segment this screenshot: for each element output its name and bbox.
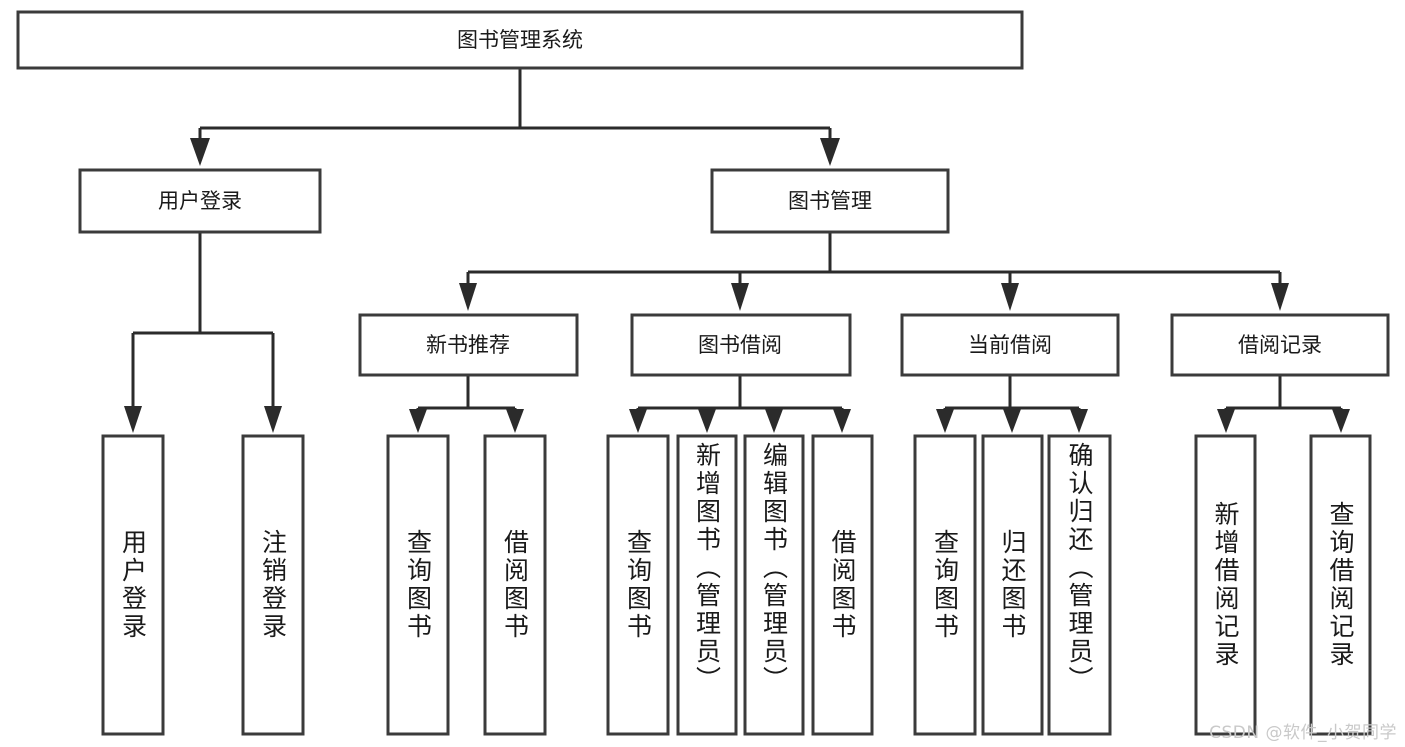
node-borrow-record-label: 借阅记录 bbox=[1238, 333, 1322, 357]
node-user-login-box[interactable] bbox=[78, 168, 322, 234]
leaf-box-query-book-b[interactable] bbox=[606, 434, 670, 736]
node-new-book-recommend-label: 新书推荐 bbox=[426, 333, 510, 357]
csdn-watermark: CSDN @软件_小贺同学 bbox=[1209, 723, 1397, 743]
node-borrow-record-box[interactable] bbox=[1170, 313, 1390, 377]
connector-group-user-login bbox=[124, 232, 282, 433]
arrow-bookmgmt-to-record bbox=[1271, 283, 1289, 311]
node-root-label: 图书管理系统 bbox=[457, 28, 583, 52]
node-root-box[interactable] bbox=[16, 10, 1024, 70]
arrow-current-leaf-1 bbox=[936, 409, 954, 433]
arrow-root-to-bookmgmt bbox=[820, 138, 840, 166]
connector-group-book-management bbox=[459, 232, 1289, 311]
arrow-root-to-login bbox=[190, 138, 210, 166]
leaf-box-return-book[interactable] bbox=[981, 434, 1044, 736]
node-user-login-label: 用户登录 bbox=[158, 189, 242, 213]
leaf-box-logout[interactable] bbox=[241, 434, 305, 736]
arrow-newbook-leaf-2 bbox=[506, 409, 524, 433]
leaf-box-add-record[interactable] bbox=[1194, 434, 1257, 736]
node-new-book-recommend-box[interactable] bbox=[358, 313, 579, 377]
leaf-box-confirm-return[interactable] bbox=[1047, 434, 1112, 736]
leaf-box-query-record[interactable] bbox=[1309, 434, 1372, 736]
arrow-borrow-leaf-4 bbox=[833, 409, 851, 433]
arrow-login-leaf-1 bbox=[124, 406, 142, 433]
connector-group-current-borrow bbox=[936, 375, 1088, 433]
leaf-box-edit-book-admin[interactable] bbox=[743, 434, 805, 736]
node-book-management-label: 图书管理 bbox=[788, 189, 872, 213]
node-user-login[interactable]: 用户登录 bbox=[78, 168, 322, 234]
leaf-box-borrow-book-a[interactable] bbox=[483, 434, 547, 736]
node-book-borrow-box[interactable] bbox=[630, 313, 852, 377]
arrow-borrow-leaf-3 bbox=[765, 409, 783, 433]
leaf-box-group bbox=[101, 434, 1372, 736]
node-current-borrow[interactable]: 当前借阅 bbox=[900, 313, 1120, 377]
arrow-current-leaf-2 bbox=[1003, 409, 1021, 433]
leaf-box-add-book-admin[interactable] bbox=[676, 434, 738, 736]
node-root[interactable]: 图书管理系统 bbox=[16, 10, 1024, 70]
leaf-box-query-book-c[interactable] bbox=[913, 434, 977, 736]
leaf-box-query-book-a[interactable] bbox=[386, 434, 450, 736]
arrow-borrow-leaf-2 bbox=[698, 409, 716, 433]
arrow-login-leaf-2 bbox=[264, 406, 282, 433]
arrow-record-leaf-1 bbox=[1217, 409, 1235, 433]
node-book-borrow[interactable]: 图书借阅 bbox=[630, 313, 852, 377]
leaf-box-user-login[interactable] bbox=[101, 434, 165, 736]
node-book-management-box[interactable] bbox=[710, 168, 950, 234]
arrow-record-leaf-2 bbox=[1332, 409, 1350, 433]
connector-group-book-borrow bbox=[629, 375, 851, 433]
connector-group-root bbox=[190, 68, 840, 166]
connector-group-borrow-record bbox=[1217, 375, 1350, 433]
leaf-box-borrow-book-b[interactable] bbox=[811, 434, 874, 736]
arrow-bookmgmt-to-current bbox=[1001, 283, 1019, 311]
arrow-borrow-leaf-1 bbox=[629, 409, 647, 433]
arrow-bookmgmt-to-newbook bbox=[459, 283, 477, 311]
arrow-bookmgmt-to-borrow bbox=[731, 283, 749, 311]
node-borrow-record[interactable]: 借阅记录 bbox=[1170, 313, 1390, 377]
node-book-management[interactable]: 图书管理 bbox=[710, 168, 950, 234]
node-current-borrow-label: 当前借阅 bbox=[968, 333, 1052, 357]
node-book-borrow-label: 图书借阅 bbox=[698, 333, 782, 357]
node-current-borrow-box[interactable] bbox=[900, 313, 1120, 377]
connector-group-new-book bbox=[409, 375, 524, 433]
arrow-newbook-leaf-1 bbox=[409, 409, 427, 433]
node-new-book-recommend[interactable]: 新书推荐 bbox=[358, 313, 579, 377]
arrow-current-leaf-3 bbox=[1070, 409, 1088, 433]
